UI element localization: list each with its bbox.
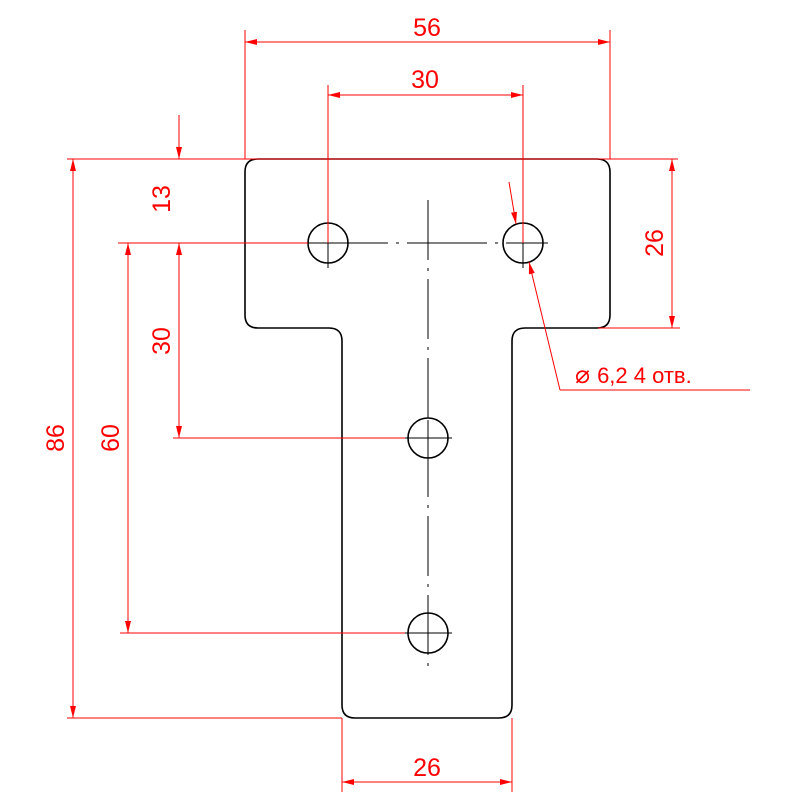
dim-60-label: 60 — [97, 424, 125, 452]
part-outline — [244, 158, 611, 719]
dim-26-bottom-label: 26 — [413, 754, 441, 782]
dim-13-label: 13 — [148, 185, 176, 213]
dimensions — [67, 30, 750, 792]
dim-26-right-label: 26 — [641, 229, 669, 257]
diameter-symbol: ⌀ — [575, 361, 590, 389]
t-plate-contour — [244, 158, 611, 719]
dim-30-vertical-label: 30 — [148, 327, 176, 355]
dimension-labels: 56 30 26 13 30 60 86 26 ⌀ 6,2 4 отв. — [42, 14, 692, 782]
hole-note: ⌀ 6,2 4 отв. — [575, 361, 692, 389]
hole-leader-lower — [528, 261, 561, 391]
dim-30-horizontal-label: 30 — [411, 66, 439, 94]
dim-86-label: 86 — [42, 424, 70, 452]
hole-leader-upper — [508, 181, 517, 225]
dim-56-label: 56 — [413, 14, 441, 42]
hole-note-text: 6,2 4 отв. — [597, 363, 692, 388]
